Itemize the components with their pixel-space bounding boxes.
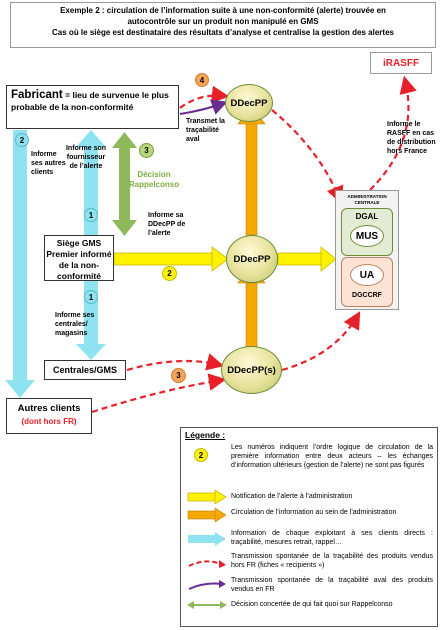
irasff-box: iRASFF — [370, 52, 432, 74]
red-dashed-autres-to-ddecpps — [91, 373, 227, 414]
label-transmet-tracabilite: Transmet la traçabilité aval — [186, 118, 225, 143]
legend-item-hors-fr: Transmission spontanée de la traçabilité… — [231, 553, 433, 569]
label-informe-ddecpp: Informe sa DDecPP de l’alerte — [148, 212, 186, 237]
purple-arrow-fab-to-ddecpp — [179, 99, 228, 115]
cyan-arrow-to-autres-clients — [5, 130, 35, 398]
red-dashed-ddecpp-to-admin — [271, 109, 344, 205]
number-badge-2-yellow: 2 — [162, 266, 177, 281]
fabricant-desc: = lieu de survenue le plus probable de l… — [11, 90, 169, 112]
legend-red-dashed-icon — [188, 560, 226, 568]
label-informe-fournisseur: Informe son fournisseur de l’alerte — [65, 145, 107, 170]
title-box: Exemple 2 : circulation de l’information… — [10, 2, 436, 48]
legend-number-sample: 2 — [194, 448, 208, 462]
autres-clients-sub: (dont hors FR) — [21, 417, 77, 426]
legend-item-decision: Décision concertée de qui fait quoi sur … — [231, 601, 393, 608]
legend-item-notification: Notification de l’alerte à l’administrat… — [231, 493, 353, 500]
legend-item-numbers: Les numéros indiquent l’ordre logique de… — [231, 444, 433, 469]
number-badge-3-orange: 3 — [171, 368, 186, 383]
fabricant-box: Fabricant = lieu de survenue le plus pro… — [6, 85, 179, 129]
autres-clients-name: Autres clients — [17, 403, 81, 414]
legend-green-arrow-icon — [187, 601, 227, 609]
autres-clients-box: Autres clients (dont hors FR) — [6, 398, 92, 434]
yellow-arrow-siege-to-ddecpp — [113, 246, 229, 272]
legend-cyan-arrow-icon — [188, 532, 226, 546]
number-badge-3-green: 3 — [139, 143, 154, 158]
fabricant-name: Fabricant — [11, 89, 63, 101]
dgal-box: DGAL MUS — [341, 208, 393, 256]
label-informe-centrales: Informe ses centrales/ magasins — [55, 312, 95, 337]
dgccrf-label: DGCCRF — [352, 292, 382, 299]
title-line-3: Cas où le siège est destinataire des rés… — [52, 28, 394, 37]
legend-orange-arrow-icon — [187, 508, 227, 522]
red-dashed-admin-to-rasff — [369, 75, 417, 191]
title-line-1: Exemple 2 : circulation de l’information… — [60, 6, 386, 15]
number-badge-1-lower: 1 — [84, 290, 98, 304]
ddecpp-top: DDecPP — [225, 84, 273, 122]
legend-purple-arrow-icon — [188, 580, 226, 590]
ddecpp-middle: DDecPP — [226, 235, 278, 283]
orange-arrow-up — [237, 105, 266, 236]
ddecpp-s: DDecPP(s) — [221, 346, 282, 394]
siege-gms-box: Siège GMS Premier informé de la non-conf… — [44, 235, 114, 281]
admin-title: ADMINISTRATION CENTRALE — [347, 194, 387, 205]
red-dashed-fab-to-ddecpp — [179, 85, 230, 109]
red-dashed-centrales-to-ddecpps — [126, 353, 225, 372]
number-badge-2-left: 2 — [15, 133, 29, 147]
number-badge-1-upper: 1 — [84, 208, 98, 222]
label-informe-rasff: Informe le RASFF en cas de distribution … — [387, 121, 436, 155]
label-decision-rappelconso: Décision Rappelconso — [128, 170, 180, 189]
legend-item-circulation: Circulation de l’information au sein de … — [231, 509, 397, 516]
number-badge-4: 4 — [195, 73, 209, 87]
legend: Légende : 2 Les numéros indiquent l’ordr… — [180, 427, 438, 627]
ua-oval: UA — [350, 264, 384, 286]
legend-title: Légende : — [185, 430, 226, 440]
mus-oval: MUS — [350, 225, 384, 247]
legend-item-information-clients: Information de chaque exploitant à ses c… — [231, 530, 433, 546]
green-double-arrow — [112, 132, 137, 236]
legend-yellow-arrow-icon — [187, 490, 227, 504]
centrales-box: Centrales/GMS — [44, 360, 126, 380]
legend-item-en-fr: Transmission spontanée de la traçabilité… — [231, 577, 433, 593]
title-line-2: autocontrôle sur un produit non manipulé… — [127, 17, 319, 26]
yellow-arrow-ddecpp-to-admin — [277, 246, 337, 272]
label-informe-autres-clients: Informe ses autres clients — [31, 151, 66, 176]
ua-box: UA DGCCRF — [341, 257, 393, 307]
red-dashed-ddecpps-to-admin — [281, 311, 361, 372]
administration-centrale: ADMINISTRATION CENTRALE DGAL MUS UA DGCC… — [335, 190, 399, 310]
dgal-label: DGAL — [355, 212, 379, 221]
